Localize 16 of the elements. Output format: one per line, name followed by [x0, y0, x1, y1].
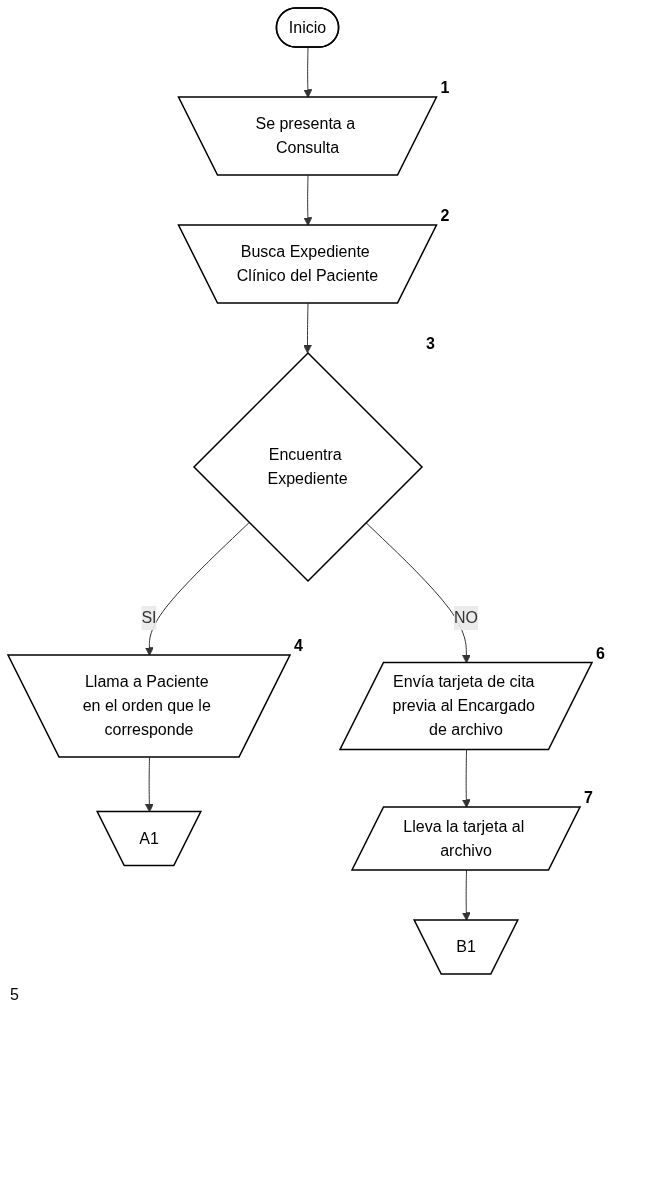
node-diamond: Encuentra Expediente — [192, 351, 424, 583]
arrow — [303, 303, 312, 354]
step-number: 1 — [440, 79, 450, 97]
arrow — [461, 749, 471, 808]
arrow — [303, 175, 313, 226]
step-number: 5 — [10, 986, 20, 1004]
arrow — [303, 47, 313, 98]
edge-label: NO — [454, 609, 478, 626]
arrow — [145, 522, 250, 656]
step-number: 7 — [584, 789, 593, 807]
step-number: 6 — [596, 644, 605, 663]
edge-label: SI — [141, 609, 157, 626]
step-number: 3 — [426, 335, 435, 353]
arrow — [461, 870, 471, 921]
step-number: 4 — [294, 637, 303, 655]
step-number: 2 — [440, 207, 450, 225]
